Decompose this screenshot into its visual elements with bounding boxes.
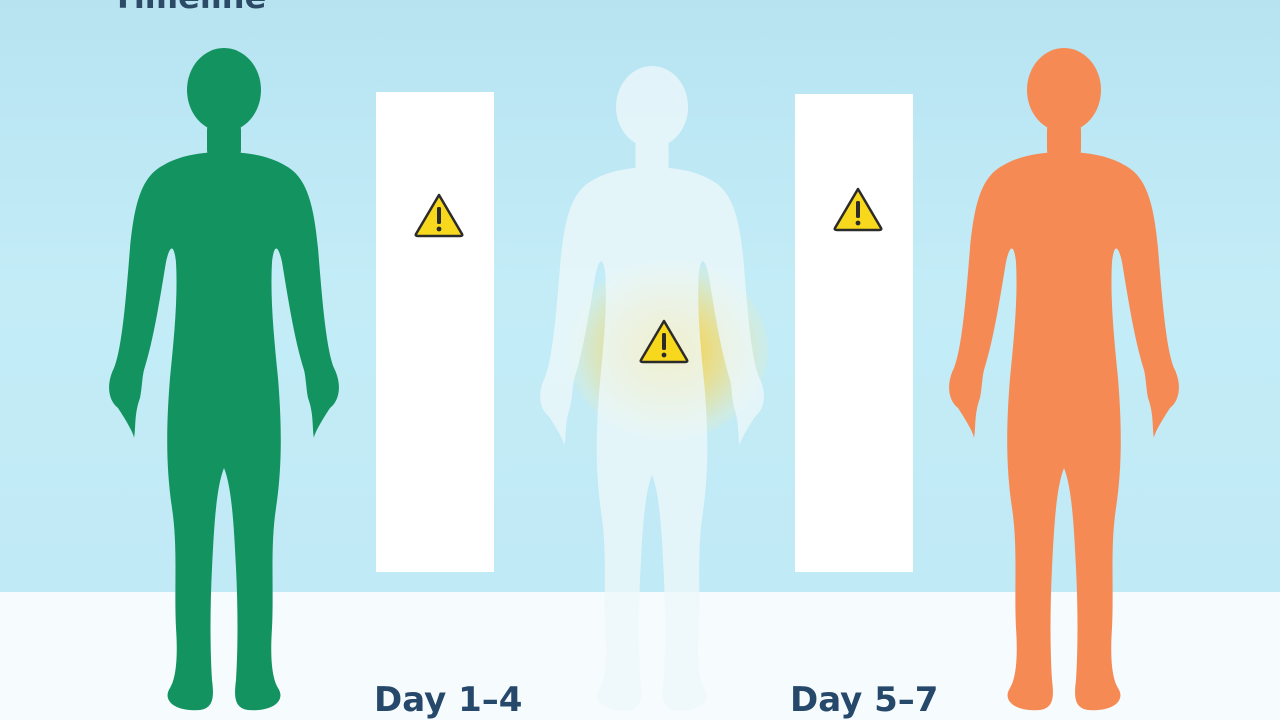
figure-faded <box>540 66 764 711</box>
day-5-7-label: Day 5–7 <box>790 680 939 720</box>
day-1-4-label: Day 1–4 <box>374 680 523 720</box>
figure-healthy <box>109 48 339 711</box>
figure-affected <box>949 48 1179 711</box>
timeline-panel-day-1-4 <box>376 92 494 572</box>
warning-icon <box>833 187 883 232</box>
warning-icon <box>639 319 689 364</box>
page-title: Timeline <box>112 0 266 16</box>
warning-icon <box>414 193 464 238</box>
timeline-panel-day-5-7 <box>795 94 913 572</box>
